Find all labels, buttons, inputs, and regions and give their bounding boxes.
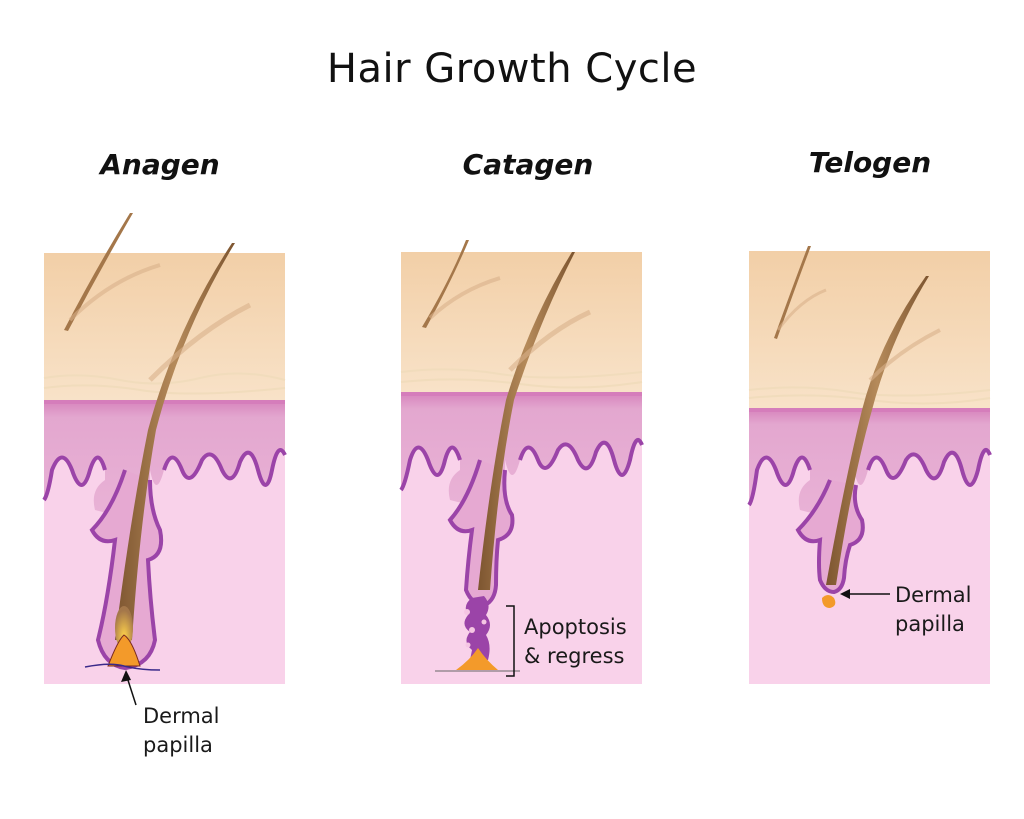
anagen-panel [42,213,287,706]
diagram-title: Hair Growth Cycle [326,46,698,92]
telogen-annotation-line2: papilla [895,612,965,636]
telogen-annotation: Dermal papilla [895,581,972,639]
catagen-panel [399,240,644,684]
phase-title-anagen: Anagen [100,148,220,181]
catagen-annotation: Apoptosis & regress [524,613,627,671]
phase-title-catagen: Catagen [462,148,594,181]
catagen-annotation-line2: & regress [524,644,625,668]
anagen-annotation-line2: papilla [143,733,213,757]
anagen-annotation: Dermal papilla [143,702,220,760]
catagen-annotation-line1: Apoptosis [524,615,627,639]
telogen-annotation-line1: Dermal [895,583,972,607]
telogen-panel [747,246,992,684]
anagen-annotation-line1: Dermal [143,704,220,728]
phase-title-telogen: Telogen [808,146,932,179]
